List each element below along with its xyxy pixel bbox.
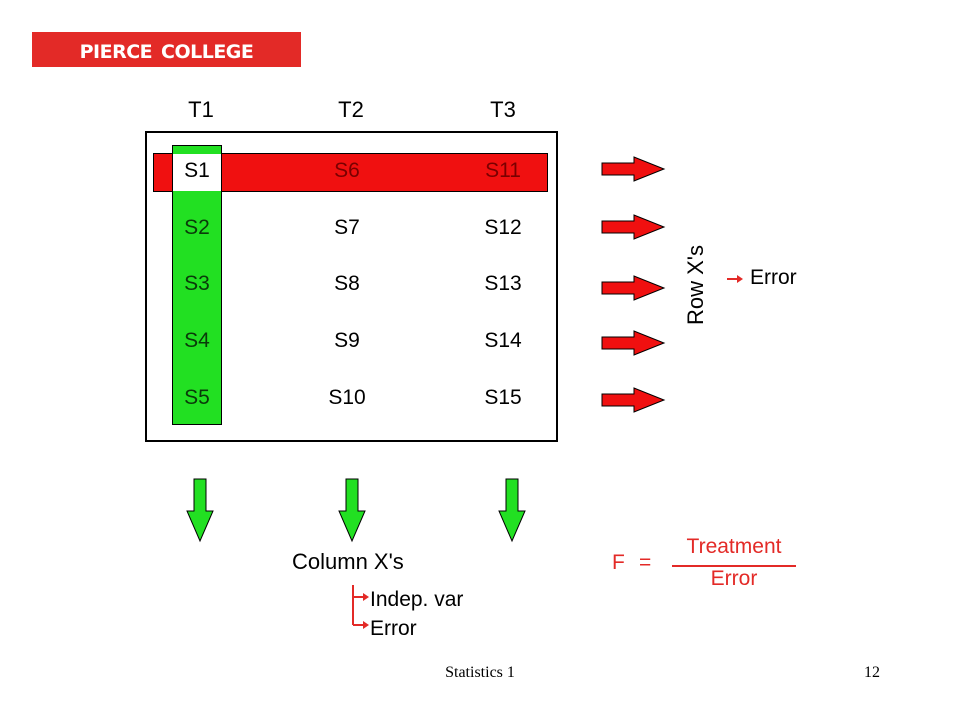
- down-arrow-icon: [338, 478, 366, 543]
- formula-f: F: [612, 551, 625, 574]
- footer-title: Statistics 1: [445, 664, 515, 681]
- header-t3: T3: [490, 97, 516, 122]
- cell-s1: S1: [184, 159, 210, 182]
- right-arrow-icon: [601, 275, 666, 301]
- column-means-label: Column X's: [292, 549, 404, 574]
- intersection-cell: [173, 154, 221, 191]
- formula-fraction-bar: [672, 565, 796, 567]
- cell-s7: S7: [334, 216, 360, 239]
- formula-equals: =: [639, 551, 652, 574]
- formula-denominator: Error: [710, 567, 758, 590]
- right-arrow-icon: [601, 214, 666, 240]
- cell-s3: S3: [184, 272, 210, 295]
- cell-s6: S6: [334, 159, 360, 182]
- down-arrow-icon: [498, 478, 526, 543]
- column-highlight-band: [172, 145, 222, 425]
- cell-s9: S9: [334, 329, 360, 352]
- right-arrow-icon: [601, 387, 666, 413]
- row-means-label: Row X's: [683, 245, 723, 325]
- cell-s10: S10: [328, 386, 366, 409]
- header-t1: T1: [188, 97, 214, 122]
- page-number: 12: [864, 664, 880, 681]
- row-error-label: Error: [750, 266, 797, 289]
- cell-s5: S5: [184, 386, 210, 409]
- column-error-label: Error: [370, 617, 417, 640]
- right-arrow-icon: [601, 330, 666, 356]
- cell-s12: S12: [484, 216, 522, 239]
- branch-arrows-icon: [352, 585, 369, 629]
- header-t2: T2: [338, 97, 364, 122]
- cell-s8: S8: [334, 272, 360, 295]
- pierce-college-logo: Pierce College: [32, 32, 301, 67]
- formula-numerator: Treatment: [686, 535, 782, 558]
- cell-s4: S4: [184, 329, 210, 352]
- down-arrow-icon: [186, 478, 214, 543]
- cell-s14: S14: [484, 329, 522, 352]
- cell-s11: S11: [485, 159, 521, 182]
- indep-var-label: Indep. var: [370, 588, 464, 611]
- subjects-grid-box: [145, 131, 558, 442]
- small-right-arrow-icon: [727, 275, 743, 283]
- row-means-text: Row X's: [683, 245, 708, 325]
- cell-s2: S2: [184, 216, 210, 239]
- cell-s13: S13: [484, 272, 522, 295]
- cell-s15: S15: [484, 386, 522, 409]
- right-arrow-icon: [601, 156, 666, 182]
